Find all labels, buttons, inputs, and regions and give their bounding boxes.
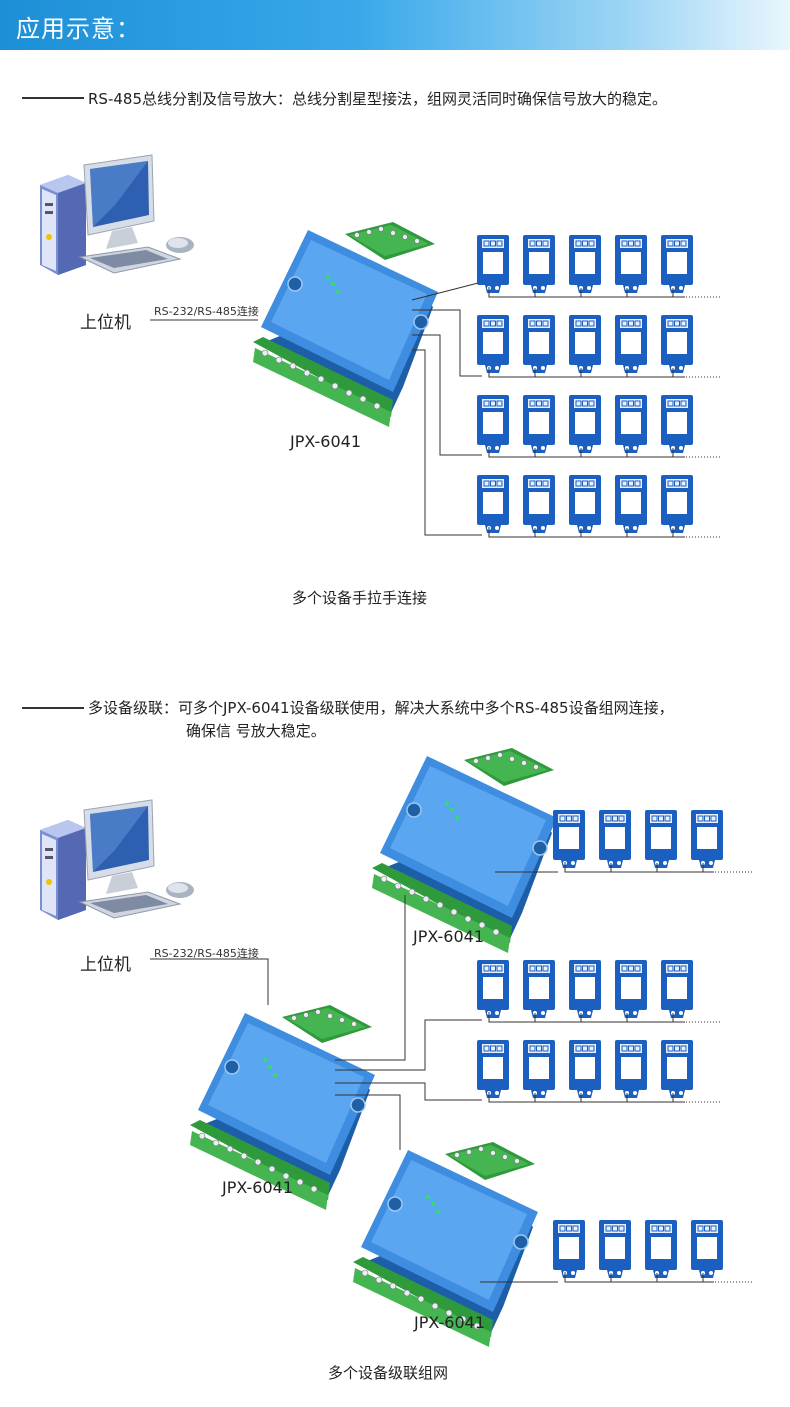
device-label-top: JPX-6041 [413,927,485,946]
section1-caption: 多个设备手拉手连接 [292,589,428,607]
hub-device-icon [252,221,439,428]
hub-device-top-icon [371,747,558,954]
host-computer-icon [39,154,195,276]
section2-description-line2: 确保信 号放大稳定。 [186,722,326,740]
header-title: 应用示意： [16,15,141,43]
host-computer-icon-2 [39,799,195,921]
sensor-grid-section1 [476,234,694,534]
section1-description: RS-485总线分割及信号放大：总线分割星型接法，组网灵活同时确保信号放大的稳定… [88,90,667,108]
device-label-bottom: JPX-6041 [414,1313,486,1332]
section2-caption: 多个设备级联组网 [328,1364,449,1382]
host-label-2: 上位机 [80,955,131,975]
section2-rule [22,707,84,709]
section2-description-line1: 多设备级联：可多个JPX-6041设备级联使用，解决大系统中多个RS-485设备… [88,699,674,717]
device-label: JPX-6041 [290,432,362,451]
device-label-main: JPX-6041 [222,1178,294,1197]
host-label: 上位机 [80,313,131,333]
link-label-2: RS-232/RS-485连接 [154,947,259,960]
section1-rule [22,97,84,99]
link-label: RS-232/RS-485连接 [154,305,259,318]
section-header: 应用示意： [0,0,790,50]
